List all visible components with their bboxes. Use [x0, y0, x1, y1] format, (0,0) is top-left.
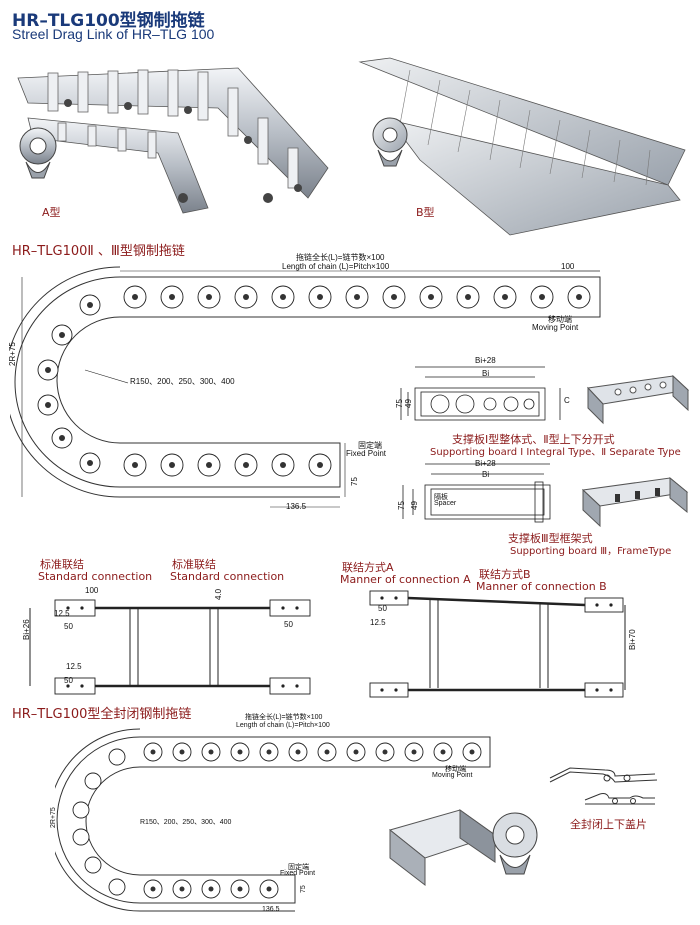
conn-dim-100: 100: [85, 586, 99, 595]
drag-chain-a-photo: [17, 67, 329, 214]
s2-dim-136-5: 136.5: [262, 906, 280, 913]
b2-49: 49: [410, 501, 419, 510]
drag-chain-b-photo: [358, 57, 686, 236]
conn-dim-bi26: Bi+26: [22, 619, 31, 640]
height-dim: 2R+75: [8, 342, 17, 366]
chain-drawing-1: [10, 266, 601, 508]
s2-dim-75: 75: [300, 885, 307, 893]
radius-dim: R150、200、250、300、400: [130, 377, 235, 386]
length-cn: 拖链全长(L)=链节数×100: [296, 253, 385, 262]
moving-en: Moving Point: [532, 323, 579, 332]
b2-bi28: Bi+28: [475, 459, 496, 468]
fixed-en: Fixed Point: [346, 449, 387, 458]
spacer-cn: 隔板: [434, 494, 448, 501]
support-board-3-photo: [581, 476, 689, 528]
std-conn-1-cn: 标准联结: [40, 558, 84, 571]
type-a-label: A型: [42, 206, 61, 219]
s2-fixed-cn: 固定端: [288, 864, 309, 871]
spacer-en: Spacer: [434, 500, 457, 507]
conn-b-cn: 联结方式B: [479, 568, 531, 581]
b1-bi28: Bi+28: [475, 356, 496, 365]
dim-136-5: 136.5: [286, 502, 307, 511]
page-title: HR–TLG100型钢制拖链: [12, 11, 205, 31]
conn-dim-bi70: Bi+70: [628, 629, 637, 650]
s2-height: 2R+75: [50, 807, 57, 828]
conn-dim-12-5: 12.5: [54, 609, 70, 618]
b1-49: 49: [404, 399, 413, 408]
board1-caption-en: Supporting board Ⅰ Integral Type、Ⅱ Separ…: [430, 447, 681, 458]
conn-dim-12-5b: 12.5: [66, 662, 82, 671]
conn-a-cn: 联结方式A: [342, 561, 394, 574]
s2-length-cn: 拖链全长(L)=链节数×100: [245, 714, 323, 721]
std-conn-1-en: Standard connection: [38, 570, 153, 583]
page-subtitle: Streel Drag Link of HR–TLG 100: [12, 26, 215, 42]
b1-75: 75: [395, 399, 404, 408]
conn-dim-50d: 50: [64, 676, 73, 685]
s2-length-en: Length of chain (L)=Pitch×100: [236, 722, 330, 729]
b2-75: 75: [397, 501, 406, 510]
support-board-1-photo: [586, 374, 690, 425]
length-en: Length of chain (L)=Pitch×100: [282, 262, 390, 271]
fixed-cn: 固定端: [358, 441, 382, 450]
conn-dim-50b: 50: [284, 620, 293, 629]
b1-c: C: [564, 396, 570, 405]
support-board-3-drawing: [402, 463, 551, 523]
std-conn-2-en: Standard connection: [170, 570, 285, 583]
conn-b-en: Manner of connection B: [476, 580, 607, 593]
s2-radius: R150、200、250、300、400: [140, 819, 232, 826]
closed-chain-photo: [388, 809, 538, 887]
s2-moving-cn: 移动端: [445, 766, 466, 773]
chain-drawing-2: [55, 728, 491, 912]
section1-title: HR–TLG100Ⅱ 、Ⅲ型钢制拖链: [12, 244, 185, 259]
board3-caption-en: Supporting board Ⅲ，FrameType: [510, 546, 672, 557]
board3-caption-cn: 支撑板Ⅲ型框架式: [508, 532, 593, 545]
conn-dim-12-5c: 12.5: [370, 618, 386, 627]
type-b-label: B型: [416, 206, 435, 219]
std-conn-2-cn: 标准联结: [172, 558, 216, 571]
conn-a-en: Manner of connection A: [340, 573, 471, 586]
connection-drawings: [29, 590, 626, 698]
b1-bi: Bi: [482, 369, 490, 378]
section2-title: HR–TLG100型全封闭钢制拖链: [12, 707, 192, 722]
cover-plate-sketch: [549, 767, 658, 805]
conn-dim-50: 50: [64, 622, 73, 631]
board1-caption-cn: 支撑板Ⅰ型整体式、Ⅱ型上下分开式: [452, 433, 615, 446]
cover-caption: 全封闭上下盖片: [570, 818, 647, 831]
b2-bi: Bi: [482, 470, 490, 479]
support-board-1-drawing: [400, 366, 561, 421]
s2-fixed-en: Fixed Point: [280, 870, 316, 877]
s2-moving-en: Moving Point: [432, 772, 473, 779]
moving-cn: 移动端: [548, 315, 572, 324]
dim-75: 75: [350, 477, 359, 486]
pitch-dim: 100: [561, 262, 575, 271]
conn-dim-50c: 50: [378, 604, 387, 613]
conn-dim-4: 4.0: [214, 588, 223, 600]
